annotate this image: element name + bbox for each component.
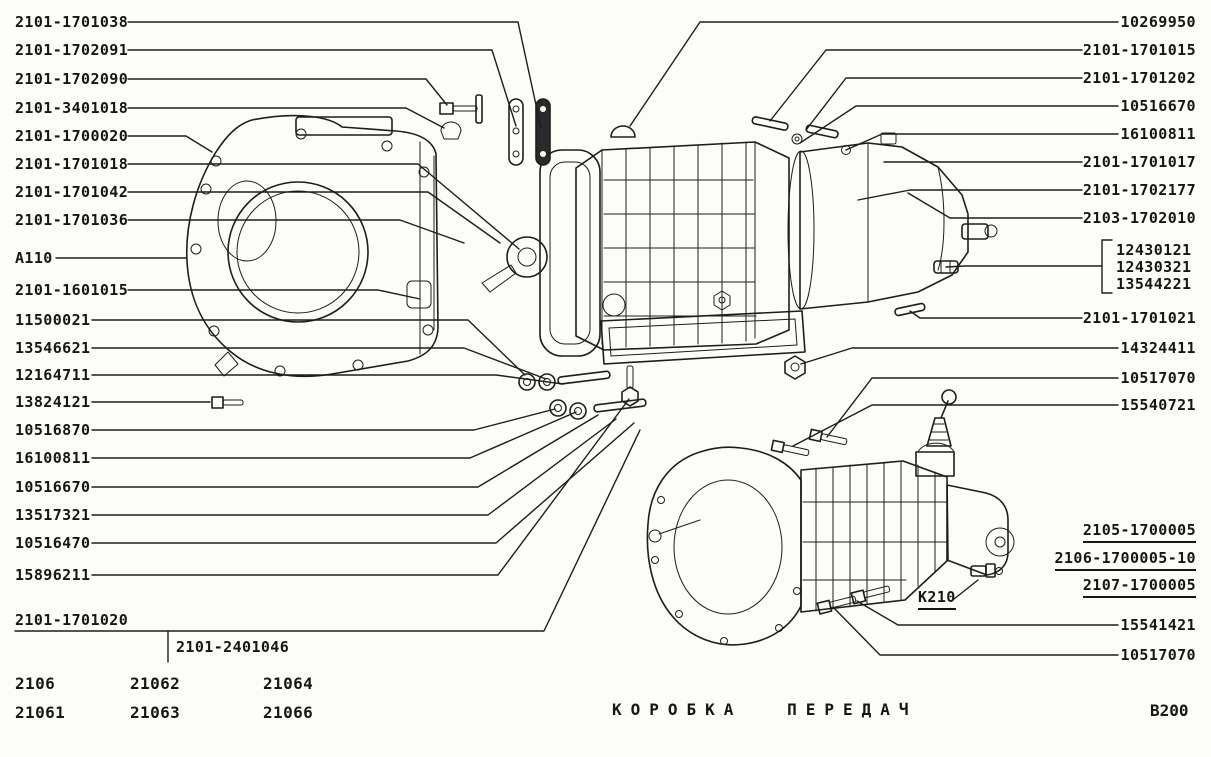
clutch-housing-drawing [185,114,439,378]
model-label-2106: 2106 [15,674,56,693]
part-label-right-3: 2101-1701202 [1082,69,1196,87]
model-label-21062: 21062 [130,674,181,693]
part-label-right-1: 10269950 [1120,13,1196,31]
part-label-left-1: 2101-1701038 [15,13,129,31]
part-label-group-3: 13544221 [1116,275,1192,293]
part-label-left-12: 13546621 [15,339,91,357]
diagram-title: КОРОБКА ПЕРЕДАЧ [612,700,918,719]
oil-pan-gasket-drawing [600,310,806,365]
part-label-right-13: 15541421 [1120,616,1196,634]
variant-label-2107: 2107-1700005 [1082,576,1196,598]
part-label-right-12: 15540721 [1120,396,1196,414]
part-label-left-21: 2101-1701020 [15,611,129,629]
part-label-left-13: 12164711 [15,366,91,384]
part-label-right-2: 2101-1701015 [1082,41,1196,59]
variant-label-2106: 2106-1700005-10 [1054,549,1196,571]
switch-label-k210: K210 [918,588,956,610]
leader-lines-right [629,21,1119,656]
part-label-left-20: 15896211 [15,566,91,584]
model-label-21066: 21066 [263,703,314,722]
top-fasteners-drawing [439,94,851,166]
assembled-gearbox-drawing [646,389,1015,646]
gasket-and-seal-drawing [481,149,601,357]
part-label-bottom-left: 2101-2401046 [176,638,290,656]
part-label-left-19: 10516470 [15,534,91,552]
model-label-21061: 21061 [15,703,66,722]
part-label-right-14: 10517070 [1120,646,1196,664]
part-label-left-6: 2101-1701018 [15,155,129,173]
page-code: B200 [1150,701,1189,720]
part-label-right-6: 2101-1701017 [1082,153,1196,171]
part-label-left-14: 13824121 [15,393,91,411]
part-label-left-9: A110 [15,249,53,267]
part-label-right-5: 16100811 [1120,125,1196,143]
part-label-group-2: 12430321 [1116,258,1192,276]
model-label-21063: 21063 [130,703,181,722]
group-bracket [1101,239,1113,294]
part-label-left-8: 2101-1701036 [15,211,129,229]
part-label-right-11: 10517070 [1120,369,1196,387]
part-label-left-3: 2101-1702090 [15,70,129,88]
part-label-right-10: 14324411 [1120,339,1196,357]
part-label-right-4: 10516670 [1120,97,1196,115]
leader-lines-left [14,21,641,663]
extension-housing-drawing [787,132,998,317]
part-label-left-16: 16100811 [15,449,91,467]
part-label-right-7: 2101-1702177 [1082,181,1196,199]
part-label-group-1: 12430121 [1116,241,1192,259]
gearbox-case-drawing [575,141,790,351]
part-label-right-8: 2103-1702010 [1082,209,1196,227]
part-label-left-2: 2101-1702091 [15,41,129,59]
model-label-21064: 21064 [263,674,314,693]
part-label-left-17: 10516670 [15,478,91,496]
variant-label-2105: 2105-1700005 [1082,521,1196,543]
part-label-left-10: 2101-1601015 [15,281,129,299]
part-label-left-18: 13517321 [15,506,91,524]
part-label-left-11: 11500021 [15,311,91,329]
part-label-left-4: 2101-3401018 [15,99,129,117]
part-label-left-15: 10516870 [15,421,91,439]
part-label-left-5: 2101-1700020 [15,127,129,145]
part-label-left-7: 2101-1701042 [15,183,129,201]
part-label-right-9: 2101-1701021 [1082,309,1196,327]
